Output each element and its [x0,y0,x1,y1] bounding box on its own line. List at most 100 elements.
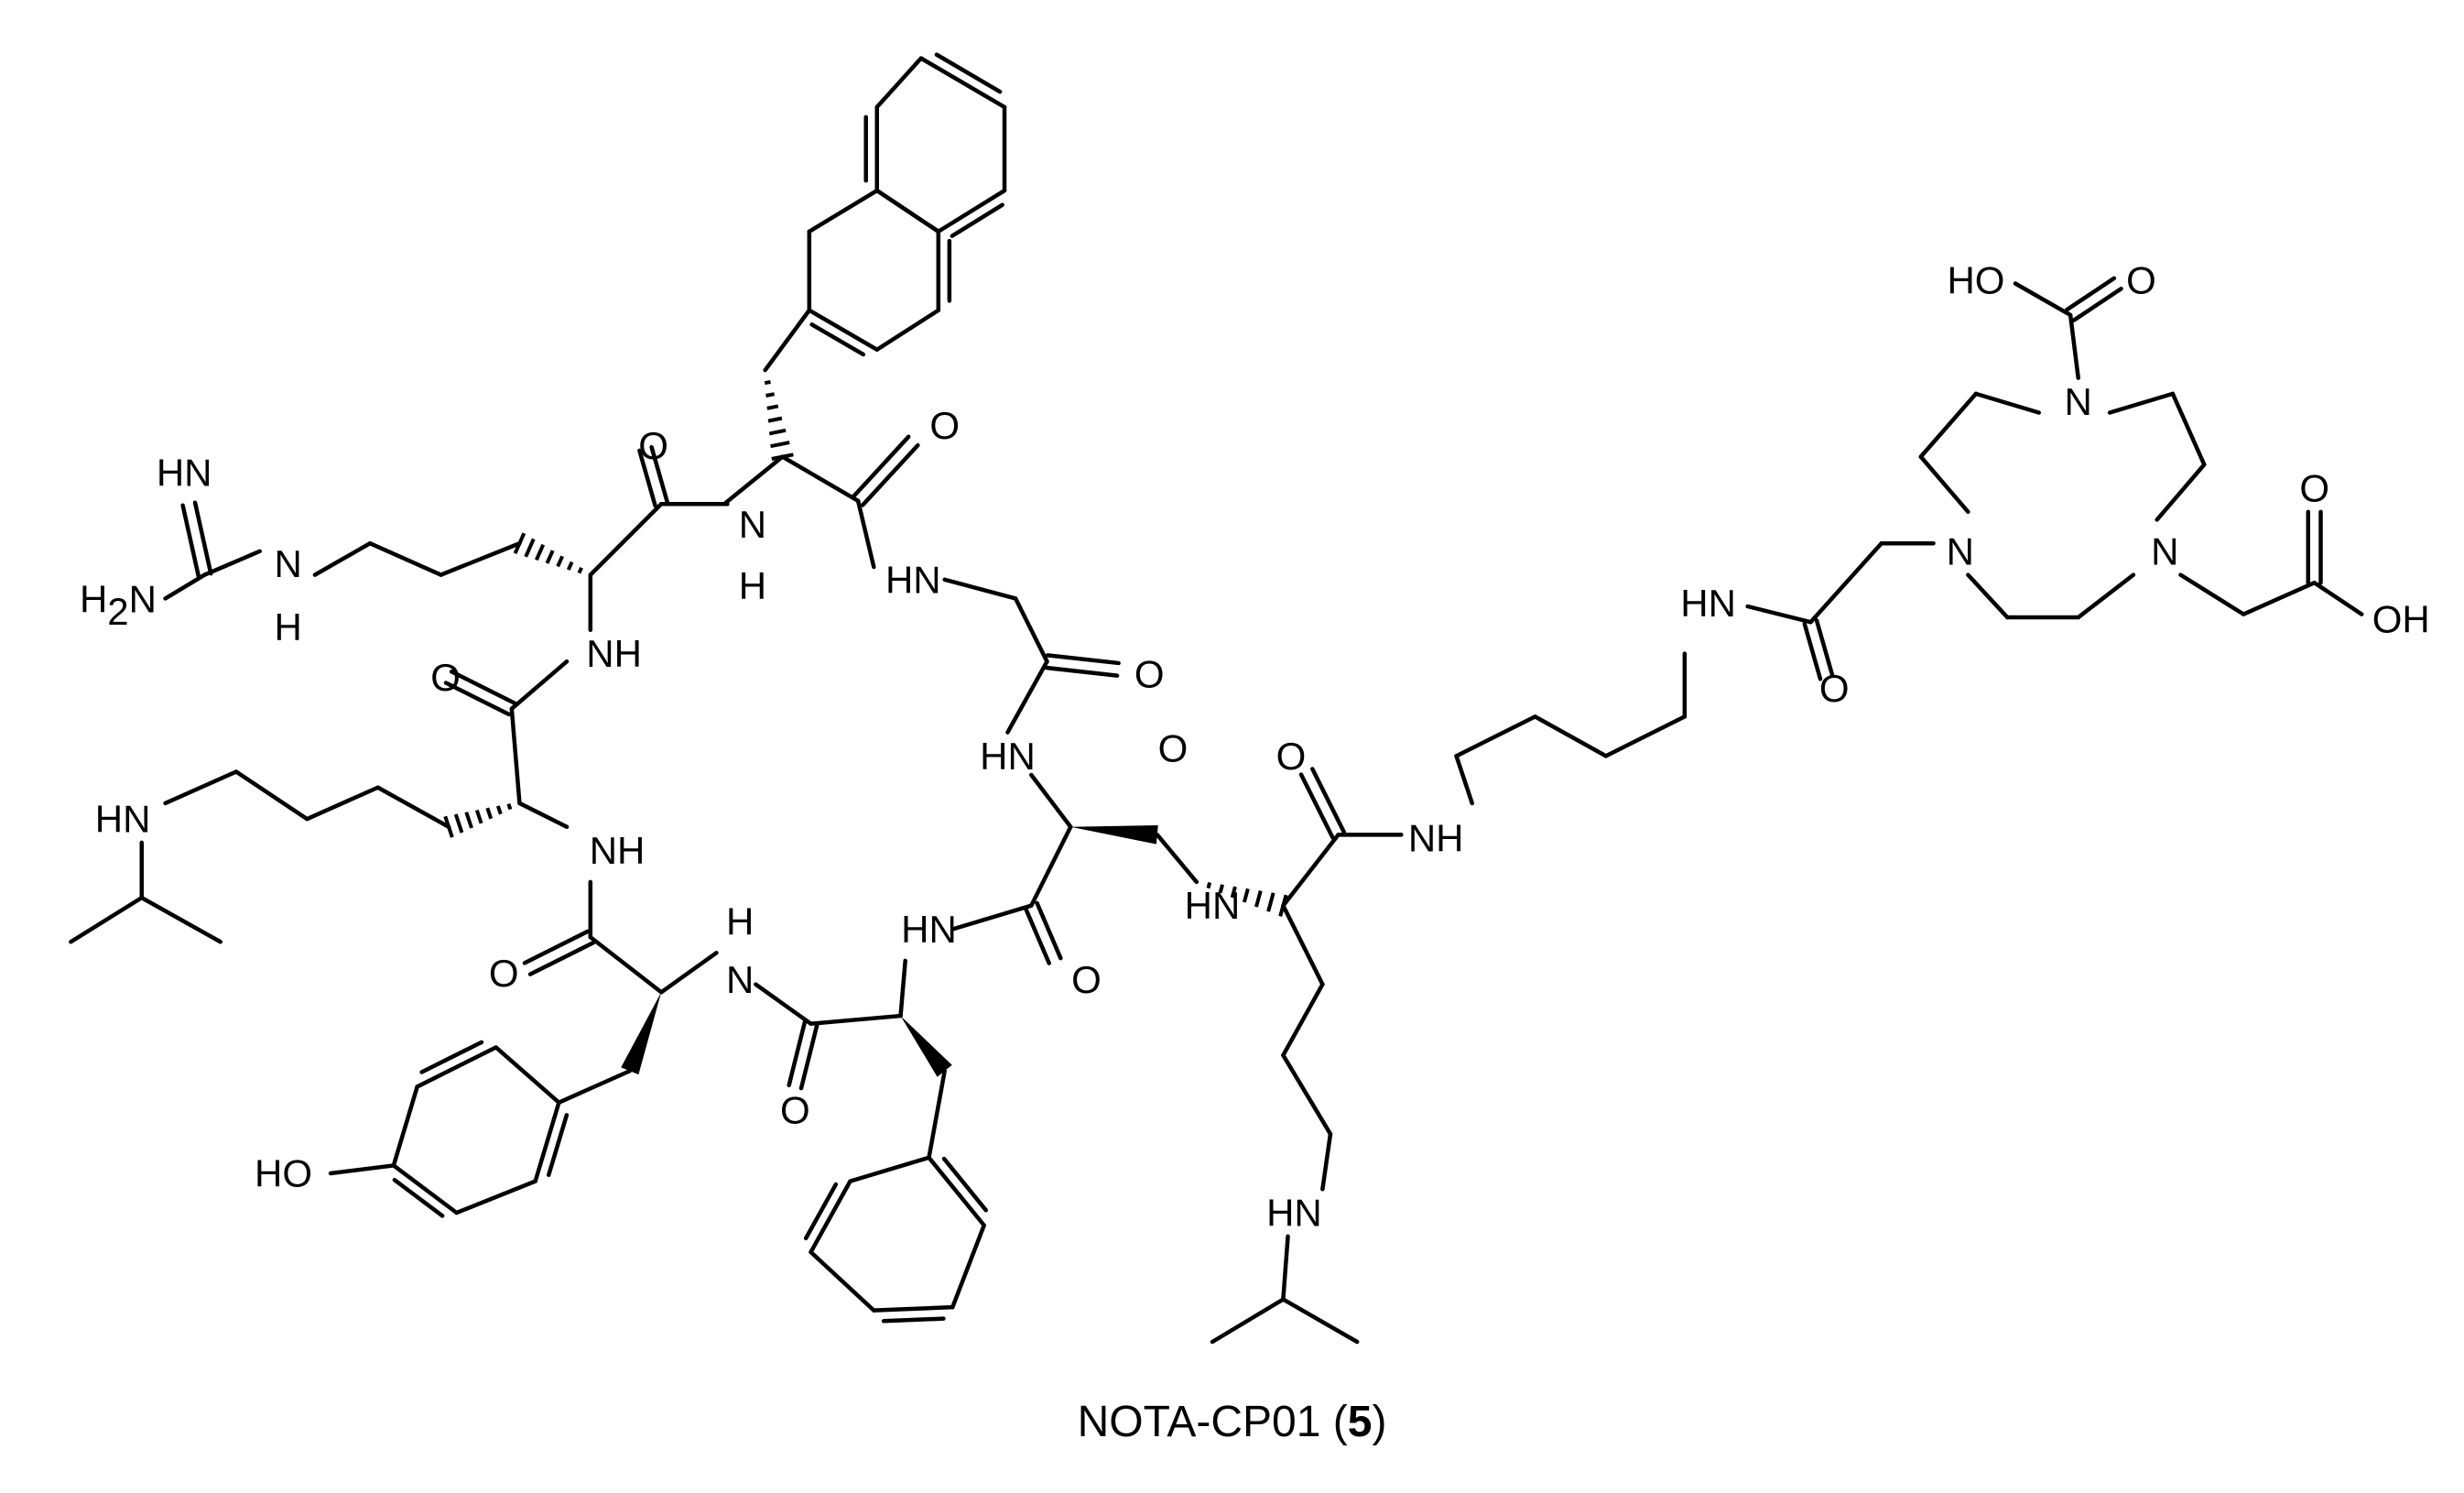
arg-carbonyl [649,444,670,505]
lys-ipr-me-2 [139,895,223,944]
phe-ring-edge-1 [950,1223,986,1310]
tyr-wedge-bond [621,992,662,1075]
nota-ring-1 [1918,454,1970,515]
nota-ring-6 [2155,462,2207,522]
nal-alpha-hashed-bond [764,380,794,461]
naphthyl-ring-b-edge-0 [874,188,941,234]
orn-chain-1 [1281,903,1325,986]
orn-chain-3 [1281,1052,1333,1137]
hash-stroke [566,561,574,571]
arg-carbonyl-b [637,448,657,508]
hash-stroke [765,392,776,398]
naphthyl-ring-b-edge-5 [807,188,880,234]
naphthyl-ring-a-edge-2 [936,188,1007,234]
tyr-ring-edge-1 [454,1179,537,1215]
dap-co-to-phe-nh [950,903,1034,932]
hash-stroke [485,807,494,820]
nota-top-c-to-oh [2013,281,2073,318]
guanidine-nh-to-c [202,549,262,577]
hash-stroke [495,805,503,815]
guanidine-c-eq-nh [192,500,213,576]
hash-stroke [556,555,564,568]
caption-open-paren: ( [1320,1398,1348,1446]
amide-co-to-ch2 [1808,540,1884,625]
dap-carbonyl [1023,906,1051,965]
hash-stroke [1266,892,1275,912]
nota-ring-7 [2076,572,2136,620]
nal-amide-h-label: H [739,564,766,607]
lys-ipr-me-1 [69,895,145,944]
dap-carbonyl-b [1035,900,1063,961]
linker-2 [1454,714,1537,758]
gly-carbonyl-oxygen: O [1134,652,1165,695]
hash-stroke [766,404,779,410]
compound-number: 5 [1347,1398,1373,1446]
guanidine-c-to-nh2 [163,572,207,601]
compound-name: NOTA-CP01 [1077,1398,1321,1446]
gly-co-to-nh [1005,659,1049,735]
guanidine-n-label: N [274,542,301,585]
hash-stroke [1206,881,1212,889]
lys-chain-2 [305,785,380,822]
dap-nh-label: HN [980,735,1036,778]
gly-nh-label: HN [885,558,941,601]
orn-side-nh-label: HN [1266,1192,1322,1235]
nh-to-lys-alpha [517,801,570,829]
naphthyl-ring-b-edge-3 [807,308,880,352]
orn-alpha-nh-label: HN [1185,884,1241,927]
nota-right-oxygen: O [2299,467,2329,510]
tyr-ring-edge-5 [494,1045,561,1105]
arg-alpha-hashed-bond [513,532,583,574]
nota-amide-carbonyl [1802,621,1823,681]
phe-ring-edge-5 [848,1155,931,1183]
nal-co-to-gly-nh [855,498,876,570]
orn-carbonyl-b [1298,772,1335,840]
arg-chain-2 [367,540,443,577]
nota-top-hydroxyl-label: HO [1947,259,2004,302]
phe-ring-edge-4-inner [803,1182,839,1241]
tyr-ring-edge-4-inner [419,1040,484,1074]
gly-carbonyl [1044,665,1120,678]
lys-alpha-nh-label: NH [590,829,646,872]
phe-nh-label: HN [901,908,957,951]
arg-chain-1 [439,540,522,577]
tyr-hydroxyl-label: HO [255,1152,312,1195]
nota-top-oxygen: O [2126,259,2156,302]
phe-co-to-nh [754,982,813,1026]
nota-left-n-label: N [1947,529,1974,572]
tyr-ring-edge-2-inner [392,1177,445,1218]
dap-carbonyl-oxygen: O [1071,958,1102,1001]
lys-alpha-to-co [509,706,522,806]
hash-stroke [453,813,464,834]
nh-to-dap-alpha [1029,772,1073,829]
phe-ring-edge-0 [927,1155,986,1228]
naphthyl-ring-a-edge-0-inner [934,52,1003,94]
naphthyl-ring-a-edge-5 [874,56,924,110]
hash-stroke [768,428,787,436]
linker-1 [1454,754,1474,806]
hash-stroke [767,416,783,423]
tyr-carbonyl [522,929,590,965]
tyr-carbonyl-b [527,940,596,976]
hash-stroke [770,441,790,449]
hash-stroke [764,380,771,386]
phe-ring-edge-4 [809,1179,852,1255]
linker-4 [1603,714,1688,758]
orn-chain-2 [1281,982,1325,1058]
orn-nh-to-ch [1281,1234,1290,1302]
phe-carbonyl-oxygen: O [780,1089,810,1132]
nota-top-n-to-c [2068,312,2080,380]
lys-chain-4 [163,769,239,806]
orn-chain-4 [1320,1131,1333,1192]
nota-amide-carbonyl-b [1814,618,1835,678]
lys-carbonyl-b [443,681,512,717]
nh-to-tyr-alpha [658,951,719,995]
lys-side-nh-label: HN [95,798,151,841]
phe-ring-edge-2 [872,1304,955,1313]
arg-alpha-to-co [588,501,664,577]
dap-alpha-to-co [1029,824,1073,908]
lys-carbonyl-oxygen: O [430,656,461,699]
orn-alpha-to-co [1281,833,1341,908]
imine-label-hn: HN [157,451,212,494]
